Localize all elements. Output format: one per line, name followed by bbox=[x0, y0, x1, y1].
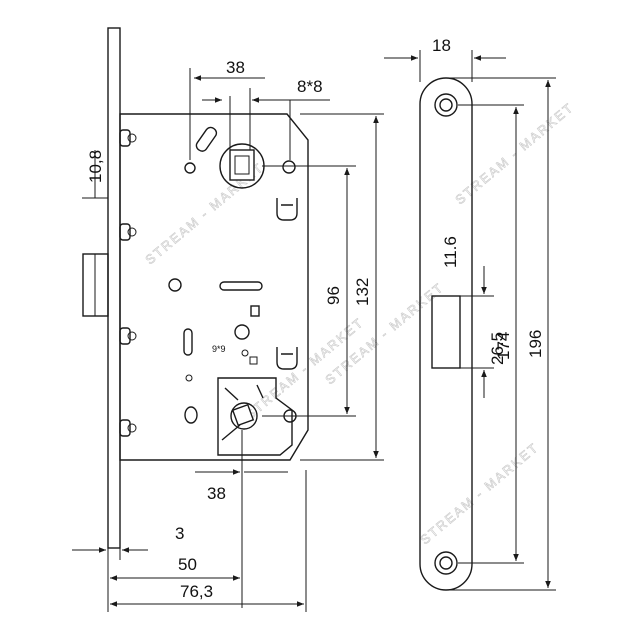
spring-clip bbox=[276, 347, 298, 370]
dim-11-6: 11.6 bbox=[441, 236, 460, 268]
dim-26-5: 26.5 bbox=[488, 332, 507, 365]
dim-38-bottom: 38 bbox=[207, 484, 226, 503]
dim-50: 50 bbox=[178, 555, 197, 574]
dim-8x8: 8*8 bbox=[297, 77, 323, 96]
dim-38-top: 38 bbox=[226, 58, 245, 77]
dim-10-8: 10,8 bbox=[86, 150, 105, 183]
dim-18: 18 bbox=[432, 36, 451, 55]
dim-132: 132 bbox=[353, 278, 372, 306]
faceplate-side bbox=[107, 27, 121, 549]
faceplate-front-view: 18 11.6 26.5 174 196 bbox=[384, 36, 556, 591]
faceplate-screws bbox=[119, 129, 137, 437]
small-square bbox=[250, 305, 260, 317]
lock-body-view: 9*9 38 8*8 10,8 96 132 bbox=[72, 27, 384, 612]
keyhole-slot bbox=[219, 281, 263, 291]
hole bbox=[184, 406, 198, 424]
faceplate-screw-hole-top bbox=[434, 93, 458, 117]
watermark-text: STREAM - MARKET bbox=[417, 439, 541, 547]
hole bbox=[234, 324, 250, 340]
dim-76-3: 76,3 bbox=[180, 582, 213, 601]
latch-opening bbox=[431, 295, 461, 369]
dim-196: 196 bbox=[526, 330, 545, 358]
dim-9x9: 9*9 bbox=[212, 344, 226, 354]
watermark-text: STREAM - MARKET bbox=[452, 99, 576, 207]
hole bbox=[184, 162, 196, 174]
watermark-layer: STREAM - MARKET STREAM - MARKET STREAM -… bbox=[142, 99, 577, 547]
spring-clip bbox=[276, 198, 298, 221]
dim-3: 3 bbox=[175, 524, 184, 543]
hole bbox=[185, 374, 193, 382]
follower-slot bbox=[195, 126, 218, 152]
vertical-slot bbox=[183, 328, 193, 356]
dim-96: 96 bbox=[324, 286, 343, 305]
small-square bbox=[249, 356, 258, 365]
hole bbox=[168, 278, 182, 292]
dim-174: 174 bbox=[494, 332, 513, 360]
lock-case bbox=[119, 113, 309, 461]
hole bbox=[282, 160, 296, 174]
hole bbox=[241, 349, 249, 357]
faceplate-screw-hole-bottom bbox=[434, 551, 458, 575]
privacy-follower bbox=[217, 377, 293, 456]
